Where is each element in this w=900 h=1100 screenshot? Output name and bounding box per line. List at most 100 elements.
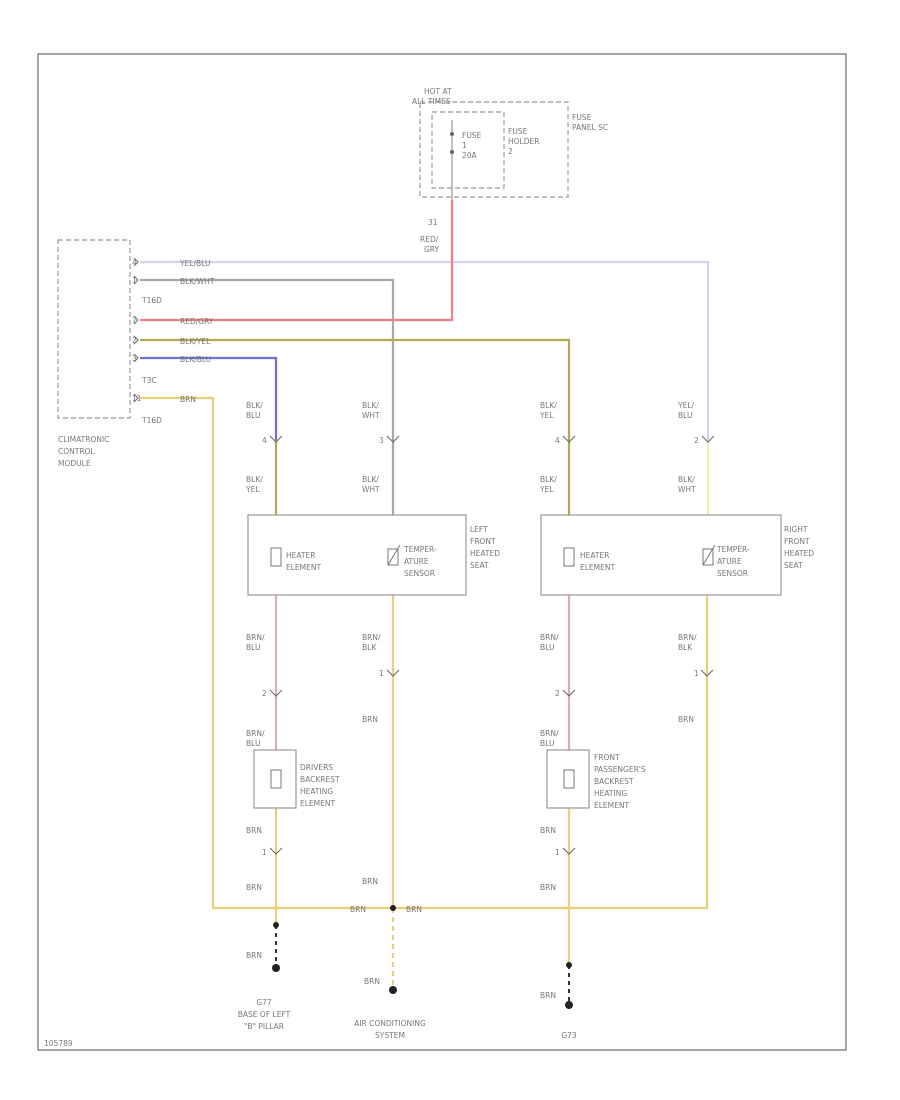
right-sensor-symbol	[702, 544, 716, 566]
wire-blk-yel	[140, 338, 571, 515]
right-seat-label-3: HEATED	[784, 549, 814, 558]
module-name-3: MODULE	[58, 459, 91, 468]
right-heater-element-symbol	[563, 547, 575, 567]
fuse-label-3: 20A	[462, 151, 478, 160]
fuse-wire-2: GRY	[424, 245, 440, 254]
right-seat-label-2: FRONT	[784, 537, 810, 546]
g1-wire: BRN	[246, 951, 262, 960]
left-w6: BRN	[246, 883, 262, 892]
left-heater-element-symbol	[270, 547, 282, 567]
right-w1-mid-a: BLK/	[540, 475, 557, 484]
right-w2-top-a: YEL/	[677, 401, 694, 410]
right-w4-a: BRN/	[540, 729, 559, 738]
right-sensor-2: ATURE	[717, 557, 742, 566]
right-pin4: 1	[694, 669, 699, 678]
left-backrest-element-symbol	[270, 769, 282, 789]
fuse-label-2: 1	[462, 141, 467, 150]
left-connector-3	[269, 689, 283, 697]
left-w1-bot-b: BLU	[246, 643, 260, 652]
right-w3: BRN	[678, 715, 694, 724]
module-wire-4: BLK/BLU	[180, 355, 211, 364]
right-connector-2	[701, 435, 715, 443]
left-w2-bot-a: BRN/	[362, 633, 381, 642]
right-w1-bot-b: BLU	[540, 643, 554, 652]
module-wire-0: YEL/BLU	[179, 259, 210, 268]
g3-label: G73	[561, 1031, 577, 1040]
g1-label-3: "B" PILLAR	[244, 1022, 284, 1031]
ground-point-ac	[389, 986, 397, 994]
left-seat-label-1: LEFT	[470, 525, 488, 534]
module-pin-0: 4	[132, 258, 137, 267]
right-w5: BRN	[540, 826, 556, 835]
left-connector-4	[386, 669, 400, 677]
right-connector-3	[562, 689, 576, 697]
right-connector-1	[562, 435, 576, 443]
left-backrest-1: DRIVERS	[300, 763, 333, 772]
module-pin-2: 7	[132, 316, 137, 325]
left-w4-b: BLU	[246, 739, 260, 748]
left-sensor-symbol	[387, 544, 401, 566]
g1-label-2: BASE OF LEFT	[238, 1010, 291, 1019]
right-connector-5	[562, 847, 576, 855]
fuse-panel-1: FUSE	[572, 113, 592, 122]
ground-point-g73	[565, 1001, 573, 1009]
fuse-hot-label-1: HOT AT	[424, 87, 452, 96]
left-connector-2	[386, 435, 400, 443]
module-connector-1: T16D	[141, 296, 162, 305]
right-pin2: 2	[694, 436, 699, 445]
fuse-terminal-bottom	[450, 150, 454, 154]
fuse-holder-2: HOLDER	[508, 137, 539, 146]
left-w2-mid-b: WHT	[362, 485, 380, 494]
wire-blk-blu	[140, 356, 278, 440]
left-seat-label-2: FRONT	[470, 537, 496, 546]
splice-point-right	[566, 962, 572, 968]
fuse-panel-box	[419, 101, 569, 198]
fuse-holder-box	[431, 111, 505, 189]
right-w1-mid-b: YEL	[539, 485, 554, 494]
left-w2-top-a: BLK/	[362, 401, 379, 410]
right-w1-top-a: BLK/	[540, 401, 557, 410]
left-connector-1	[269, 435, 283, 443]
left-w4-a: BRN/	[246, 729, 265, 738]
right-sensor-3: SENSOR	[717, 569, 748, 578]
fuse-terminal-top	[450, 132, 454, 136]
left-w2-mid-a: BLK/	[362, 475, 379, 484]
right-backrest-3: BACKREST	[594, 777, 634, 786]
left-pin4: 1	[379, 669, 384, 678]
left-sensor-2: ATURE	[404, 557, 429, 566]
right-seat-label-1: RIGHT	[784, 525, 808, 534]
g3-wire: BRN	[540, 991, 556, 1000]
control-module-box	[57, 239, 131, 419]
right-w6: BRN	[540, 883, 556, 892]
right-w2-mid-a: BLK/	[678, 475, 695, 484]
splice-point-center	[390, 905, 396, 911]
left-w3: BRN	[362, 715, 378, 724]
splice-top-label: BRN	[362, 877, 378, 886]
left-backrest-2: BACKREST	[300, 775, 340, 784]
splice-left-label: BRN	[350, 905, 366, 914]
right-w1-top-b: YEL	[539, 411, 554, 420]
g1-label-1: G77	[256, 998, 272, 1007]
fuse-label-1: FUSE	[462, 131, 482, 140]
fuse-panel-2: PANEL SC	[572, 123, 608, 132]
right-w4-b: BLU	[540, 739, 554, 748]
wire-brn-main	[140, 396, 709, 910]
g2-label-1: AIR CONDITIONING	[354, 1019, 426, 1028]
ground-point-g77	[272, 964, 280, 972]
right-backrest-element-symbol	[563, 769, 575, 789]
right-seat-label-4: SEAT	[784, 561, 803, 570]
left-w2-bot-b: BLK	[362, 643, 377, 652]
left-w2-top-b: WHT	[362, 411, 380, 420]
right-backrest-2: PASSENGER'S	[594, 765, 646, 774]
left-seat-label-3: HEATED	[470, 549, 500, 558]
left-heater-1: HEATER	[286, 551, 315, 560]
right-w2-top-b: BLU	[678, 411, 692, 420]
module-pin-5: 11	[132, 394, 142, 403]
diagram-footer-code: 105789	[44, 1039, 73, 1048]
right-w2-bot-b: BLK	[678, 643, 693, 652]
diagram-frame	[37, 53, 847, 1051]
module-pin-1: 1	[132, 276, 137, 285]
module-name-1: CLIMATRONIC	[58, 435, 109, 444]
module-connector-3: T16D	[141, 416, 162, 425]
